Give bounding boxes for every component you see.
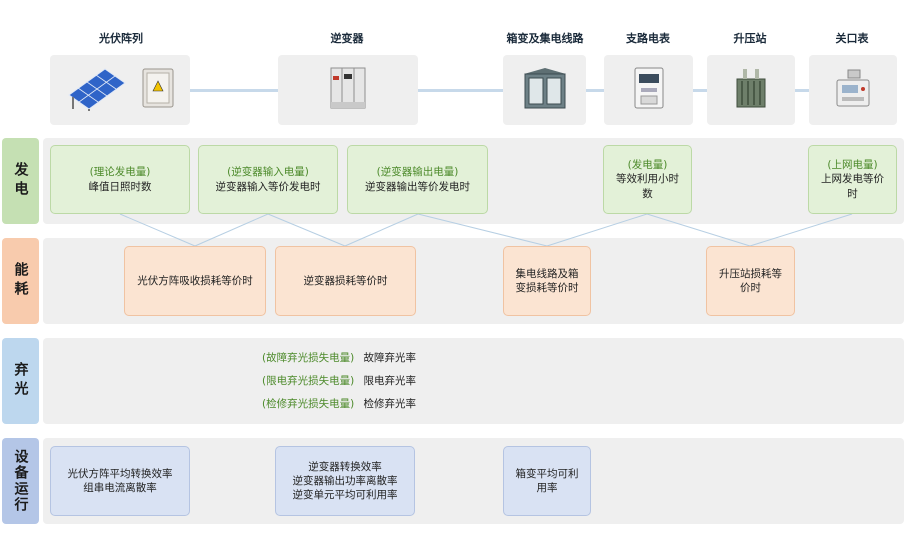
gen-tag: (发电量) bbox=[627, 159, 668, 172]
loss-text: 集电线路及箱变损耗等价时 bbox=[515, 267, 579, 294]
gen-box-inverter-input: (逆变器输入电量) 逆变器输入等价发电时 bbox=[198, 145, 338, 214]
curtail-tag: (检修弃光损失电量) bbox=[262, 398, 355, 410]
gen-tag: (理论发电量) bbox=[89, 166, 151, 179]
connector-line-3 bbox=[586, 89, 604, 92]
curtail-tag: (故障弃光损失电量) bbox=[262, 352, 355, 364]
connector-line-1 bbox=[190, 89, 278, 92]
loss-box-line-box: 集电线路及箱变损耗等价时 bbox=[503, 246, 591, 316]
column-title-branch: 支路电表 bbox=[626, 32, 670, 45]
box-transformer-icon bbox=[522, 66, 568, 114]
gen-text: 逆变器输出等价发电时 bbox=[365, 180, 470, 193]
combiner-box-icon bbox=[141, 67, 175, 113]
gen-box-theoretical: (理论发电量) 峰值日照时数 bbox=[50, 145, 190, 214]
transformer-icon bbox=[731, 65, 771, 115]
equipment-box bbox=[503, 55, 586, 125]
gen-box-generation: (发电量) 等效利用小时数 bbox=[603, 145, 692, 214]
connector-line-5 bbox=[795, 89, 809, 92]
row-label-generation: 发电 bbox=[2, 138, 39, 224]
equip-text-line: 用率 bbox=[536, 482, 558, 494]
meter-icon bbox=[633, 66, 665, 114]
curtail-text: 限电弃光率 bbox=[363, 375, 417, 387]
column-title-gate: 关口表 bbox=[835, 32, 869, 45]
equip-text-line: 光伏方阵平均转换效率 bbox=[67, 467, 173, 480]
equip-text-line: 逆变器输出功率离散率 bbox=[292, 474, 398, 487]
loss-box-pv: 光伏方阵吸收损耗等价时 bbox=[124, 246, 266, 316]
inverter-cabinet-icon bbox=[329, 66, 367, 114]
equip-box-box-transformer: 箱变平均可利 用率 bbox=[503, 446, 591, 516]
equip-text-line: 逆变器转换效率 bbox=[308, 460, 382, 473]
equipment-pv bbox=[50, 55, 190, 125]
gen-tag: (逆变器输出电量) bbox=[376, 166, 459, 179]
column-title-box: 箱变及集电线路 bbox=[506, 32, 584, 45]
equip-box-pv: 光伏方阵平均转换效率 组串电流离散率 bbox=[50, 446, 190, 516]
row-curtail-bg bbox=[43, 338, 904, 424]
equip-text-line: 逆变单元平均可利用率 bbox=[292, 489, 398, 502]
loss-box-inverter: 逆变器损耗等价时 bbox=[275, 246, 416, 316]
row-label-curtail: 弃光 bbox=[2, 338, 39, 424]
solar-panel-icon bbox=[65, 65, 127, 115]
row-label-consumption: 能耗 bbox=[2, 238, 39, 324]
equipment-gate bbox=[809, 55, 897, 125]
loss-text: 逆变器损耗等价时 bbox=[303, 274, 388, 287]
gen-box-grid: (上网电量) 上网发电等价时 bbox=[808, 145, 897, 214]
curtail-tag: (限电弃光损失电量) bbox=[262, 375, 355, 387]
connector-line-4 bbox=[693, 89, 707, 92]
loss-box-substation: 升压站损耗等价时 bbox=[706, 246, 795, 316]
gen-text: 上网发电等价时 bbox=[821, 173, 884, 200]
curtail-item-fault: (故障弃光损失电量) 故障弃光率 bbox=[262, 350, 416, 365]
gen-text: 等效利用小时数 bbox=[616, 173, 679, 200]
equip-text-line: 组串电流离散率 bbox=[83, 482, 157, 494]
gen-tag: (上网电量) bbox=[827, 159, 878, 172]
column-title-pv: 光伏阵列 bbox=[99, 32, 143, 45]
equipment-substation bbox=[707, 55, 795, 125]
curtail-item-limit: (限电弃光损失电量) 限电弃光率 bbox=[262, 373, 416, 388]
gen-text: 逆变器输入等价发电时 bbox=[215, 180, 321, 193]
loss-text: 光伏方阵吸收损耗等价时 bbox=[137, 274, 253, 287]
curtail-text: 检修弃光率 bbox=[363, 398, 417, 410]
row-label-equipment: 设备运行 bbox=[2, 438, 39, 524]
curtail-text: 故障弃光率 bbox=[363, 352, 417, 364]
equip-text-line: 箱变平均可利 bbox=[515, 467, 579, 480]
curtail-item-maintenance: (检修弃光损失电量) 检修弃光率 bbox=[262, 396, 416, 411]
gen-text: 峰值日照时数 bbox=[88, 180, 152, 193]
gate-meter-icon bbox=[834, 68, 872, 112]
column-title-substation: 升压站 bbox=[733, 32, 767, 45]
gen-tag: (逆变器输入电量) bbox=[227, 166, 309, 179]
equipment-inverter bbox=[278, 55, 418, 125]
column-title-inverter: 逆变器 bbox=[330, 32, 364, 45]
equip-box-inverter: 逆变器转换效率 逆变器输出功率离散率 逆变单元平均可利用率 bbox=[275, 446, 415, 516]
connector-line-2 bbox=[418, 89, 503, 92]
gen-box-inverter-output: (逆变器输出电量) 逆变器输出等价发电时 bbox=[347, 145, 488, 214]
loss-text: 升压站损耗等价时 bbox=[719, 267, 782, 294]
equipment-branch bbox=[604, 55, 693, 125]
